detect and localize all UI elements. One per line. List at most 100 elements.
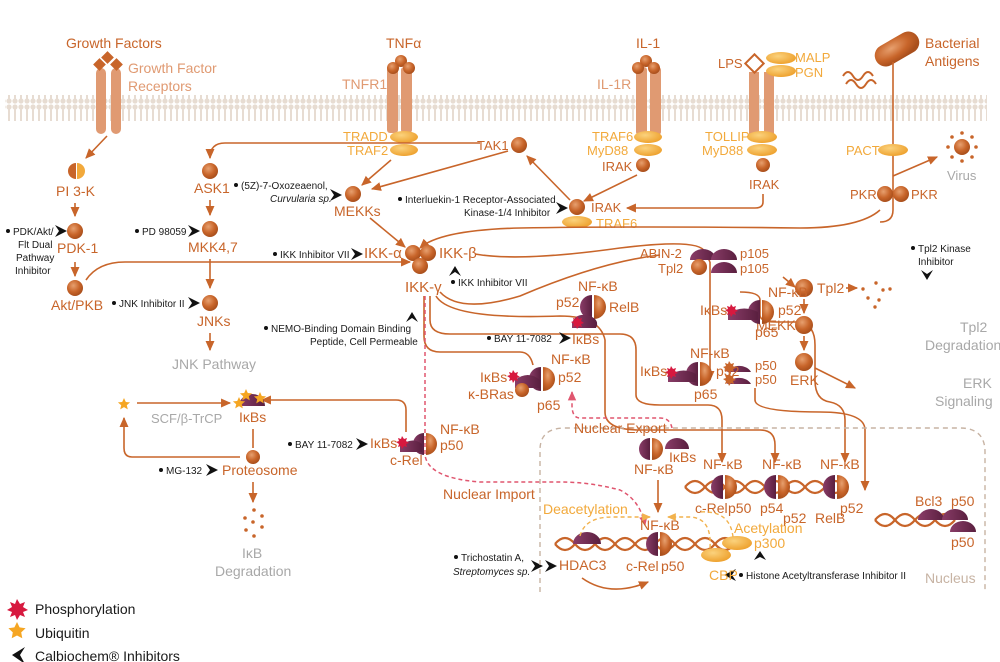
p65b-label: p65: [694, 386, 718, 402]
proteosome-node: [246, 450, 260, 464]
pdk-akt-inhibitor-label-1: PDK/Akt/: [13, 227, 54, 238]
traf6-a-label: TRAF6: [592, 129, 633, 144]
p52-dna-a-label: p52: [783, 510, 807, 526]
tpl2-inhibitor-label-2: Inhibitor: [918, 257, 954, 268]
p50-crel-label: p50: [440, 437, 464, 453]
nfkb-relb-p52-dna: [823, 475, 849, 499]
irak-c-label: IRAK: [591, 200, 622, 215]
phosphorylation-icon: [571, 316, 584, 329]
tsa-label-1: Trichostatin A,: [461, 553, 524, 564]
nfkb-dna-p54-label: NF-κB: [762, 456, 802, 472]
pdk-akt-inhibitor-label-3: Pathway: [16, 253, 54, 264]
ubiquitinated-ikbs: [232, 389, 267, 409]
lps-label: LPS: [718, 56, 743, 71]
nfkb-crel-p50-complex: [396, 433, 437, 455]
traf2-label: TRAF2: [347, 143, 388, 158]
p52-p65a-label: p52: [558, 369, 582, 385]
legend-ubiquitin-label: Ubiquitin: [35, 625, 89, 641]
cbp-protein: [701, 548, 731, 562]
crel-transcription-label: c-Rel: [626, 558, 659, 574]
inhibitor-arrow-icon: [754, 551, 766, 560]
ikbs-p65b-label: IκBs: [640, 363, 667, 379]
ubiquitin-icon: [232, 397, 246, 409]
p52-dna-b-label: p52: [840, 500, 864, 516]
ikb-fragments-icon: [243, 508, 264, 538]
tpl2-a-label: Tpl2: [658, 261, 683, 276]
arrow-gfr-pi3k: [85, 135, 108, 159]
nfkb-p54-p52-dna: [764, 475, 790, 499]
tollip-label: TOLLIP: [705, 129, 750, 144]
phosphorylation-icon: [725, 304, 738, 317]
p105-b-label: p105: [740, 261, 769, 276]
inhibitor-mg132: MG-132: [159, 464, 218, 477]
legend-ubiquitin-icon: [8, 622, 26, 639]
p50-bcl3-a-label: p50: [951, 493, 975, 509]
ask1-node: [202, 163, 218, 179]
inhibitor-arrow-icon: [330, 189, 342, 201]
ikk-gamma-label: IKK-γ: [405, 279, 442, 296]
tpl2-inhibitor-label-1: Tpl2 Kinase: [918, 244, 971, 255]
inhibitor-tsa: Trichostatin A, Streptomyces sp.: [453, 553, 557, 578]
ikk-beta-label: IKK-β: [439, 245, 477, 262]
nuclear-import-label: Nuclear Import: [443, 486, 535, 502]
growth-factor-receptor: [93, 51, 123, 134]
nfkb-crel-p50-dna: [711, 475, 737, 499]
bay-a-label: BAY 11-7082: [494, 334, 552, 345]
inhibitor-bay-a: BAY 11-7082: [487, 332, 571, 345]
pkr-left-node: [877, 186, 893, 202]
ikk-alpha-label: IKK-α: [364, 245, 402, 262]
nemo-label-2: Peptide, Cell Permeable: [310, 337, 418, 348]
inhibitor-arrow-icon: [559, 332, 571, 344]
p50-a-label: p50: [755, 358, 777, 373]
dna-strand-b1: [554, 536, 736, 552]
irak-inhibitor-label-1: Interluekin-1 Receptor-Associated: [405, 195, 556, 206]
cell-membrane: [5, 95, 987, 121]
pkr-virus-arrow: [892, 156, 939, 177]
curve-ikk-p65: [423, 296, 534, 366]
legend-inhibitors-label: Calbiochem® Inhibitors: [35, 648, 180, 662]
arrow-hdac3-nfkb: [581, 577, 650, 590]
malp-label: MALP: [795, 50, 830, 65]
growth-factor-receptors-label-2: Receptors: [128, 78, 192, 94]
il1r-receptor: [632, 55, 662, 172]
arrow-crel-ikbs: [260, 395, 407, 432]
nfkb-export-label: NF-κB: [634, 461, 674, 477]
arrow-to-ask1: [205, 142, 480, 160]
curve-ikk-nfkb-p54: [435, 295, 780, 464]
tpl2-b-node: [795, 279, 813, 297]
bay-b-label: BAY 11-7082: [295, 440, 353, 451]
hdac3-label: HDAC3: [559, 557, 607, 573]
tak1-node: [511, 137, 527, 153]
jnk-ii-label: JNK Inhibitor II: [119, 299, 185, 310]
erk-node: [795, 353, 813, 371]
inhibitor-hat-ii: Histone Acetyltransferase Inhibitor II: [724, 551, 906, 582]
ask1-label: ASK1: [194, 180, 230, 196]
arrow-irak-a-irak-c: [582, 174, 638, 202]
nuclear-export-label: Nuclear Export: [574, 420, 667, 436]
pkr-right-label: PKR: [911, 187, 938, 202]
nfkb-transcription-label: NF-κB: [640, 517, 680, 533]
virus-icon: [946, 131, 978, 163]
tpl2-degradation-label-2: Degradation: [925, 337, 1000, 353]
tnfr1-label: TNFR1: [342, 76, 387, 92]
p105-a-label: p105: [740, 246, 769, 261]
il1r-label: IL-1R: [597, 76, 631, 92]
traf6-c-protein: [562, 216, 592, 228]
abin2-p105-complex: [690, 249, 737, 275]
cbp-label: CBP: [709, 567, 738, 583]
irak-inhibitor-label-2: Kinase-1/4 Inhibitor: [464, 208, 551, 219]
legend-phosphorylation-label: Phosphorylation: [35, 601, 135, 617]
mg132-label: MG-132: [166, 466, 203, 477]
inhibitor-nemo: NEMO-Binding Domain Binding Peptide, Cel…: [264, 312, 418, 348]
pkr-right-node: [893, 186, 909, 202]
nucleus-label: Nucleus: [925, 570, 976, 586]
p52-relb-label: p52: [556, 294, 580, 310]
pi3k-label: PI 3-K: [56, 183, 96, 199]
inhibitor-arrow-icon: [351, 248, 363, 260]
mekk-node: [795, 316, 813, 334]
inhibitor-pdk-akt: PDK/Akt/ Flt Dual Pathway Inhibitor: [6, 225, 67, 277]
tradd-label: TRADD: [343, 129, 388, 144]
il1-label: IL-1: [636, 35, 660, 51]
inhibitor-arrow-icon: [556, 202, 568, 214]
